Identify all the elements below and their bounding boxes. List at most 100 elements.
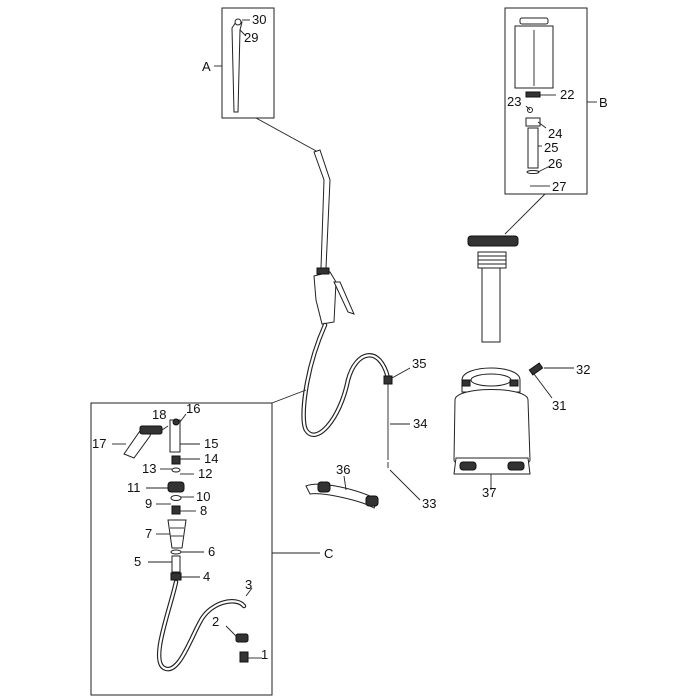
part-label-25: 25 [544,140,558,155]
hose-fitting-1-part [239,651,249,663]
shoulder-strap [305,475,379,509]
hose-clamp-2-part [235,633,249,643]
part-label-12: 12 [198,466,212,481]
connector-line-b [504,193,546,235]
group-label-a: A [202,59,211,74]
detail-box-b [504,7,597,195]
leader-31 [533,373,553,399]
part-label-24: 24 [548,126,562,141]
connector-line-a [255,117,319,153]
pump-seal-part [525,91,541,98]
tank-opening [470,373,512,387]
tank-foot-left [459,461,477,471]
detail-box-a [214,7,275,119]
part-label-18: 18 [152,407,166,422]
part-label-3: 3 [245,577,252,592]
leader-29 [239,29,247,37]
part-label-10: 10 [196,489,210,504]
leader-33 [389,469,421,501]
part-label-29: 29 [244,30,258,45]
part-label-13: 13 [142,461,156,476]
fitting-8-part [171,505,181,515]
leader-18 [161,425,169,431]
relief-valve-part [528,362,544,376]
detail-frame-c [90,402,273,696]
part-label-30: 30 [252,12,266,27]
washer-12-part [171,467,181,473]
washer-6-part [170,549,182,555]
part-label-37: 37 [482,485,496,500]
part-label-35: 35 [412,356,426,371]
part-label-36: 36 [336,462,350,477]
part-label-31: 31 [552,398,566,413]
spray-handle-part [313,271,337,325]
detail-frame-a [221,7,275,119]
part-label-8: 8 [200,503,207,518]
leader-2 [225,625,237,637]
part-label-14: 14 [204,451,218,466]
pump-assembly-barrel [481,267,501,343]
part-label-27: 27 [552,179,566,194]
leader-3 [245,587,253,597]
pump-assembly-handle [467,235,519,247]
leader-24 [537,121,547,129]
part-label-17: 17 [92,436,106,451]
tank-body-part [453,389,531,468]
oring-10-part [170,495,182,501]
part-label-22: 22 [560,87,574,102]
part-label-33: 33 [422,496,436,511]
part-label-1: 1 [261,647,268,662]
group-label-c: C [324,546,333,561]
part-label-15: 15 [204,436,218,451]
trigger-lever-part [333,281,355,315]
part-label-7: 7 [145,526,152,541]
wand-tip-part [231,21,243,113]
pump-valve-part [525,117,541,127]
leader-26 [537,165,551,173]
spray-wand-assembly [313,149,355,325]
detail-box-c [90,402,320,696]
part-label-16: 16 [186,401,200,416]
part-label-4: 4 [203,569,210,584]
detail-frame-b [504,7,588,195]
filter-7-part [167,519,187,549]
connector-5-part [171,555,181,573]
strap-buckle-left [317,481,331,493]
part-label-26: 26 [548,156,562,171]
part-label-23: 23 [507,94,521,109]
part-label-34: 34 [413,416,427,431]
nut-11-part [167,481,185,493]
part-label-32: 32 [576,362,590,377]
part-label-11: 11 [127,480,141,495]
pump-handle-part [519,17,549,25]
sprayer-tank [453,367,531,490]
main-hose [301,322,391,437]
connector-line-c [271,389,307,404]
dip-tube-group [383,367,421,501]
valve-cap-part [172,418,180,426]
nozzle-cap-part [234,18,242,26]
tank-strap-clip-left [461,379,471,387]
leader-23 [525,105,531,111]
group-label-b: B [599,95,608,110]
handle-nut-part [316,267,330,275]
pump-tube-part [527,127,539,169]
pump-gasket-part [526,170,540,174]
part-label-5: 5 [134,554,141,569]
relief-valve [528,362,574,399]
part-label-2: 2 [212,614,219,629]
leader-36 [343,475,347,491]
spray-wand-part [313,149,331,269]
collar-4-part [170,572,182,581]
tank-strap-clip-right [509,379,519,387]
pump-assembly [467,235,519,343]
part-label-9: 9 [145,496,152,511]
leader-35 [391,367,411,379]
strap-buckle-right [365,495,379,507]
part-label-6: 6 [208,544,215,559]
leader-16 [179,413,187,423]
spring-part [171,455,181,465]
tank-foot-right [507,461,525,471]
dip-tube-nut [383,375,393,385]
